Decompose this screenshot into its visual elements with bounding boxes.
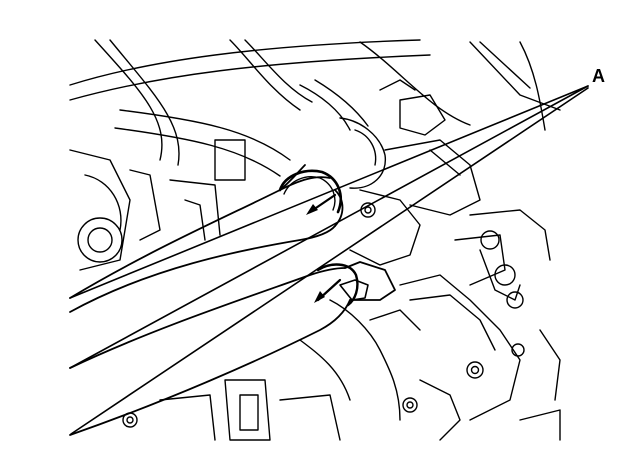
callout-label-a: A xyxy=(592,66,605,86)
leader-lines xyxy=(69,85,589,435)
lower-radiator-hose xyxy=(69,261,396,436)
hose-clamp-lower xyxy=(316,263,369,307)
engine-bay-background xyxy=(69,39,561,441)
upper-radiator-hose xyxy=(69,164,344,313)
arrow-heads xyxy=(306,204,325,303)
hose-clamp-upper xyxy=(278,169,342,214)
